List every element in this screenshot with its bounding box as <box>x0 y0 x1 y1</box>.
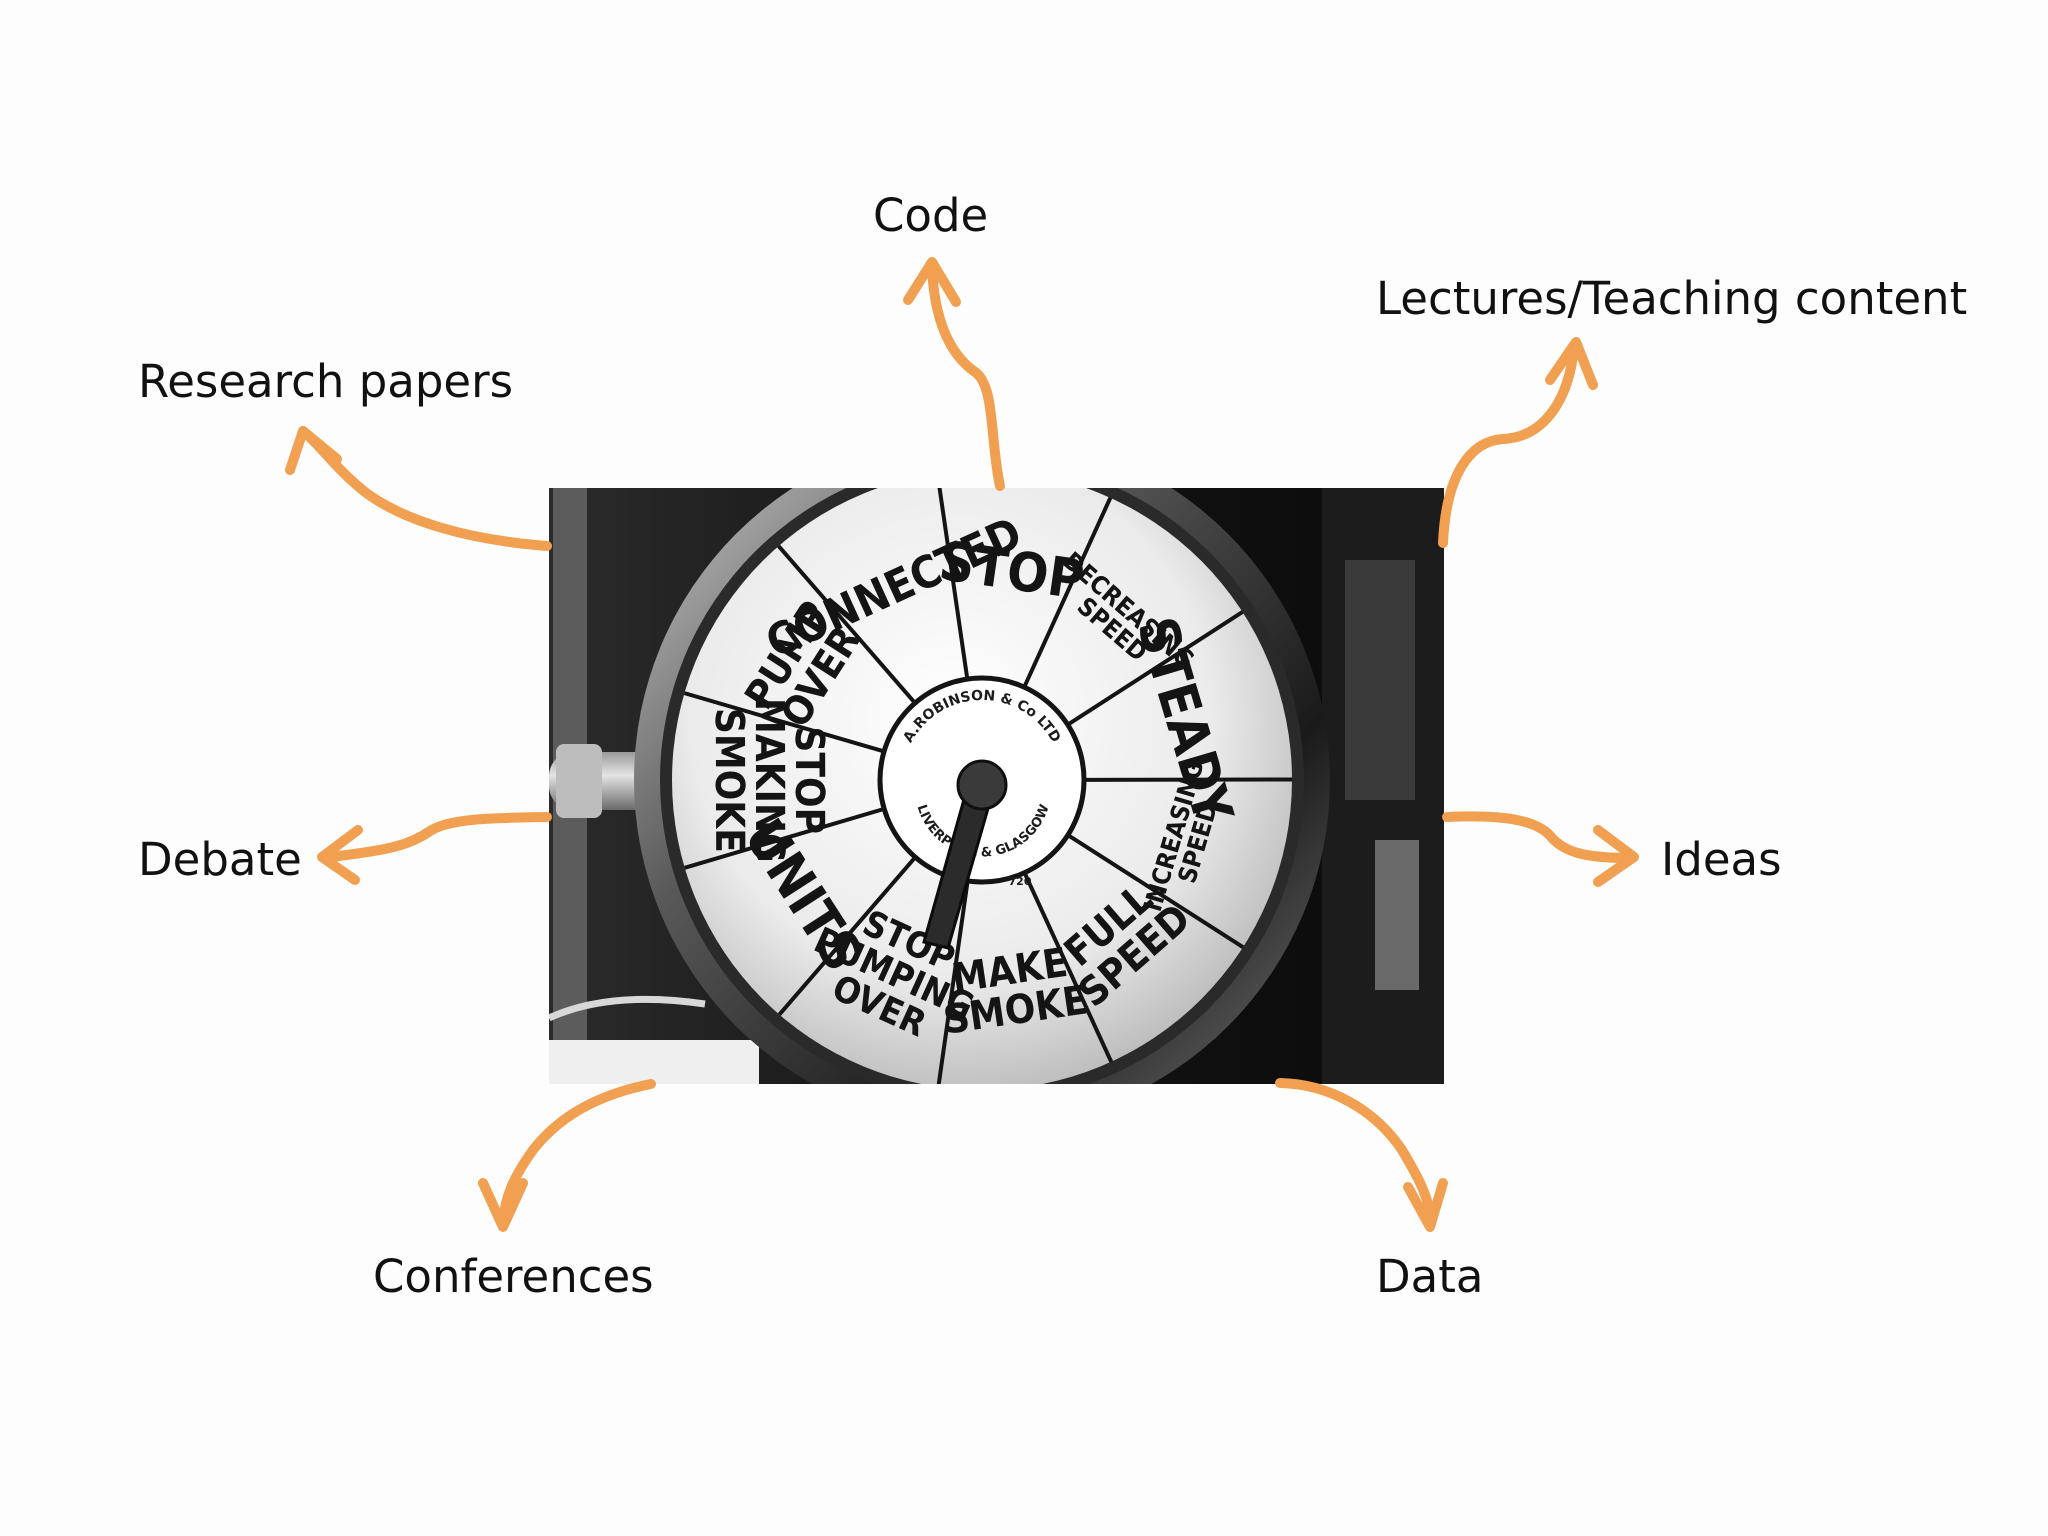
dial-sector-divider <box>937 488 970 680</box>
dial-sector-label: STOPMAKINGSMOKE <box>706 698 832 863</box>
serial-number: 720 <box>1009 875 1032 888</box>
arrow-to-ideas <box>1442 811 1639 887</box>
floor-light <box>549 1040 759 1084</box>
dial-sector-divider <box>1022 871 1114 1063</box>
arrow-to-research <box>285 426 552 551</box>
arrow-to-lectures <box>1438 337 1598 548</box>
right-detail <box>1375 840 1419 990</box>
dial-handle-pivot <box>956 759 1008 811</box>
dial-sector-label-line: SMOKE <box>706 708 752 853</box>
label-data: Data <box>1376 1250 1484 1303</box>
label-research-papers: Research papers <box>138 355 514 408</box>
label-lectures: Lectures/Teaching content <box>1376 272 1968 325</box>
dial-sector-divider <box>1022 496 1113 688</box>
dial-sector-divider <box>1066 610 1244 727</box>
dial-sector-lines <box>683 488 1293 1084</box>
right-panel <box>1345 560 1415 800</box>
cable <box>549 995 706 1022</box>
dial-sector-divider <box>777 544 917 705</box>
label-debate: Debate <box>138 833 302 886</box>
dial-sector-divider <box>777 855 917 1016</box>
arrow-to-code <box>903 257 1005 491</box>
pipe-flange <box>556 744 602 818</box>
arrow-to-conferences <box>478 1079 656 1232</box>
arrow-to-data <box>1275 1078 1448 1232</box>
arrow-to-debate <box>317 812 552 885</box>
dial-sector-label-line: MAKING <box>746 698 792 863</box>
dial-sector-divider <box>1066 833 1245 949</box>
dial-sector-divider <box>684 806 885 870</box>
dial-sector-label-line: STOP <box>786 726 832 834</box>
dial-sector-divider <box>936 880 970 1084</box>
dial-sector-divider <box>683 691 885 754</box>
label-code: Code <box>873 189 989 242</box>
label-ideas: Ideas <box>1661 833 1782 886</box>
label-conferences: Conferences <box>373 1250 654 1303</box>
